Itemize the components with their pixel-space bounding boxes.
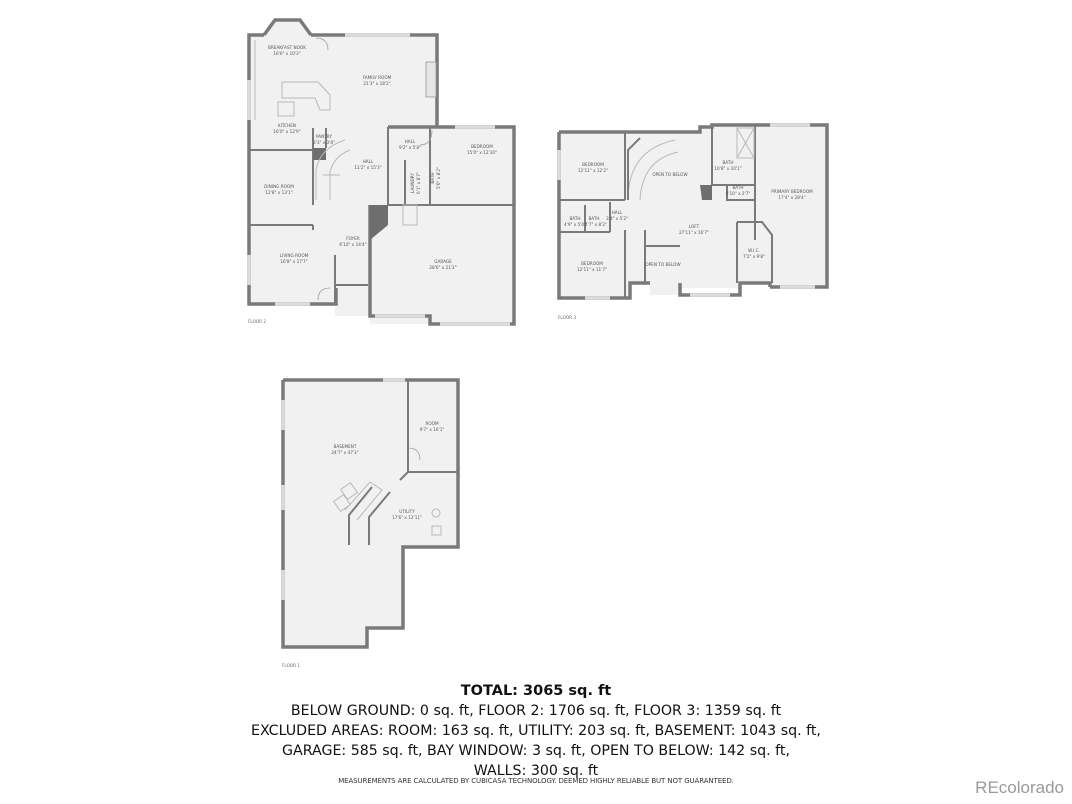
room-dims: 7'2" x 9'8" <box>743 254 765 259</box>
room-label: LIVING ROOM <box>280 253 309 258</box>
room-dims: 15'0" x 12'10" <box>467 150 497 155</box>
room-label: PANTRY <box>316 134 332 139</box>
room-label: LAUNDRY <box>410 173 415 193</box>
room-dims: 9'7" x 16'1" <box>420 427 445 432</box>
room-label: BATH <box>732 185 743 190</box>
room-dims: 12'8" x 13'1" <box>265 190 292 195</box>
room-label: HALL <box>363 159 374 164</box>
room-dims: 3'3" x 3'8" <box>313 140 335 145</box>
room-dims: 4'9" x 5'0" <box>564 222 586 227</box>
room-dims: 11'2" x 15'3" <box>354 165 381 170</box>
room-dims: 5'0" x 8'2" <box>436 167 441 189</box>
room-dims: 16'8" x 17'7" <box>280 259 307 264</box>
floor-1-plan: BASEMENT 24'7" x 47'3" ROOM 9'7" x 16'1"… <box>281 378 460 668</box>
room-dims: 28'6" x 21'2" <box>429 265 456 270</box>
room-dims: 24'7" x 47'3" <box>331 450 358 455</box>
floor-3-plan: BEDROOM 12'11" x 12'2" OPEN TO BELOW BAT… <box>557 123 829 320</box>
room-dims: 12'11" x 12'2" <box>578 168 608 173</box>
room-label: UTILITY <box>399 509 415 514</box>
room-dims: 3'4" x 5'2" <box>606 216 628 221</box>
room-label: PRIMARY BEDROOM <box>771 189 813 194</box>
room-dims: 27'11" x 16'7" <box>679 230 709 235</box>
area-breakdown-line: BELOW GROUND: 0 sq. ft, FLOOR 2: 1706 sq… <box>290 703 782 719</box>
room-label: BREAKFAST NOOK <box>268 45 306 50</box>
room-label: W.I.C. <box>748 248 760 253</box>
room-dims: 10'8" x 10'1" <box>714 166 741 171</box>
room-label: BASEMENT <box>334 444 357 449</box>
room-label: BATH <box>722 160 733 165</box>
room-label: BEDROOM <box>582 162 604 167</box>
room-dims: 6'10" x 14'4" <box>339 242 366 247</box>
disclaimer: MEASUREMENTS ARE CALCULATED BY CUBICASA … <box>338 777 734 785</box>
excluded-areas-line: EXCLUDED AREAS: ROOM: 163 sq. ft, UTILIT… <box>251 723 821 739</box>
room-label: FAMILY ROOM <box>363 75 392 80</box>
walls-area-line: WALLS: 300 sq. ft <box>473 763 599 779</box>
room-label: KITCHEN <box>278 123 296 128</box>
room-label: GARAGE <box>434 259 452 264</box>
room-dims: 16'0" x 12'9" <box>273 129 300 134</box>
excluded-areas-line: GARAGE: 585 sq. ft, BAY WINDOW: 3 sq. ft… <box>282 743 790 759</box>
room-label: BEDROOM <box>581 261 603 266</box>
room-dims: 17'6" x 12'11" <box>392 515 422 520</box>
room-label: BATH <box>588 216 599 221</box>
room-label: OPEN TO BELOW <box>645 262 680 267</box>
floor-label: FLOOR 3 <box>558 315 576 320</box>
room-dims: 6'10" x 2'7" <box>726 191 751 196</box>
floor-label: FLOOR 2 <box>248 319 266 324</box>
room-label: OPEN TO BELOW <box>652 172 687 177</box>
room-dims: 16'6" x 10'3" <box>273 51 300 56</box>
room-label: BATH <box>569 216 580 221</box>
room-label: BEDROOM <box>471 144 493 149</box>
room-dims: 17'4" x 28'4" <box>778 195 805 200</box>
floor-label: FLOOR 1 <box>282 663 300 668</box>
room-label: HALL <box>405 139 416 144</box>
total-area: TOTAL: 3065 sq. ft <box>460 683 612 699</box>
room-label: LOFT <box>689 224 700 229</box>
room-dims: 6'1" x 8'7" <box>416 172 421 194</box>
room-dims: 9'2" x 5'8" <box>399 145 421 150</box>
floor-2-plan: BREAKFAST NOOK 16'6" x 10'3" FAMILY ROOM… <box>247 18 516 326</box>
room-label: DINING ROOM <box>264 184 294 189</box>
room-dims: 4'7" x 8'2" <box>585 222 607 227</box>
room-label: BATH <box>430 172 435 183</box>
room-label: HALL <box>612 210 623 215</box>
room-dims: 12'11" x 11'7" <box>577 267 607 272</box>
watermark: REcolorado <box>975 778 1064 797</box>
room-label: ROOM <box>425 421 439 426</box>
room-label: FOYER <box>346 236 360 241</box>
room-dims: 21'3" x 18'2" <box>363 81 390 86</box>
